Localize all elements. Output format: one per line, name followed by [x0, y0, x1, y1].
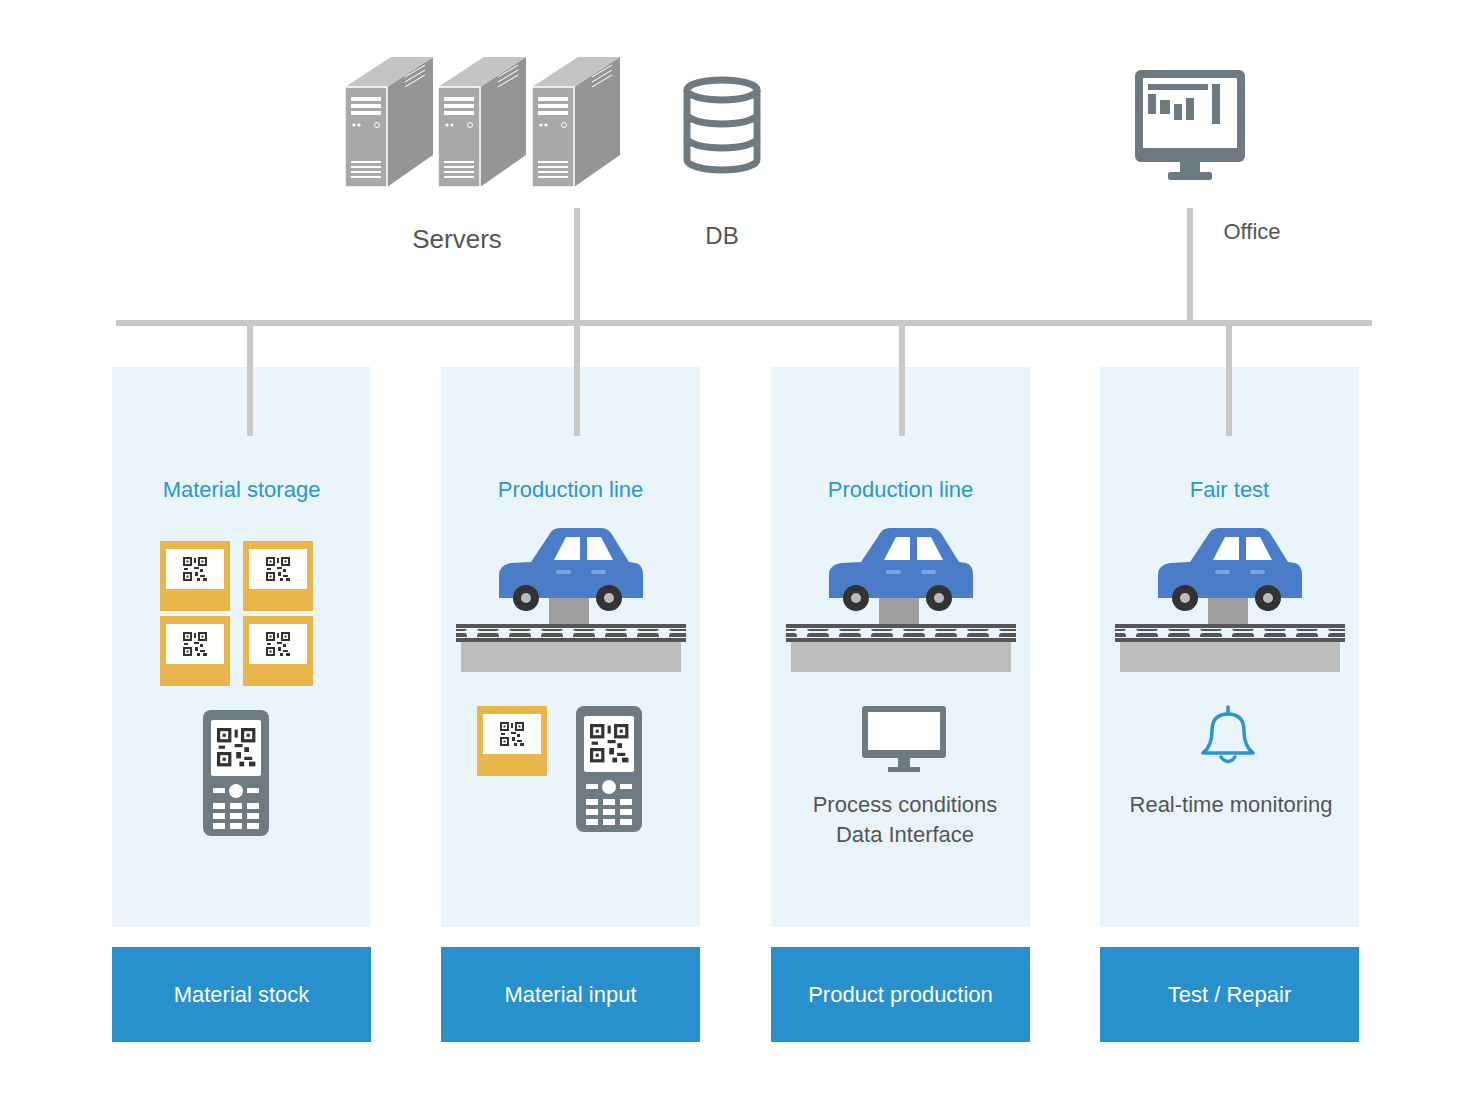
stage-name: Material input: [504, 980, 636, 1010]
server-icon: [345, 57, 433, 187]
stage-panel: Production lineProcess conditions Data I…: [771, 367, 1030, 927]
network-bus: [116, 208, 1372, 323]
panel-note: Real-time monitoring: [1130, 790, 1333, 820]
stage-bar: Test / Repair: [1100, 947, 1359, 1042]
panel-heading: Fair test: [1190, 475, 1269, 505]
stage-bar: Material input: [441, 947, 700, 1042]
database-icon: [687, 80, 757, 170]
server-icon: [438, 57, 526, 187]
stage-bar: Product production: [771, 947, 1030, 1042]
network-connector: [250, 252, 1190, 367]
stage-panel: Material storage: [112, 367, 371, 927]
panel-heading: Production line: [828, 475, 974, 505]
network-connector: [1190, 252, 1229, 367]
panel-heading: Material storage: [163, 475, 321, 505]
icon-label: Office: [1223, 217, 1280, 247]
icon-label: DB: [705, 220, 738, 253]
office-monitor-icon: [1135, 70, 1245, 180]
panel-heading: Production line: [498, 475, 644, 505]
stage-panel: Production line: [441, 367, 700, 927]
stage-panel: Fair testReal-time monitoring: [1100, 367, 1359, 927]
network-connector: [250, 262, 577, 367]
office-terminal: Office: [1125, 60, 1300, 252]
panel-note: Process conditions Data Interface: [798, 790, 1013, 850]
database: DB: [670, 70, 780, 255]
server-icon: [532, 57, 620, 187]
network-connector: [902, 252, 1190, 367]
stage-name: Product production: [808, 980, 993, 1010]
network-connector: [577, 252, 1190, 367]
icon-label: Servers: [412, 222, 502, 257]
stage-bar: Material stock: [112, 947, 371, 1042]
stage-name: Material stock: [174, 980, 310, 1010]
network-connector: [577, 262, 902, 367]
server-group: Servers: [330, 45, 640, 262]
stage-name: Test / Repair: [1168, 980, 1292, 1010]
